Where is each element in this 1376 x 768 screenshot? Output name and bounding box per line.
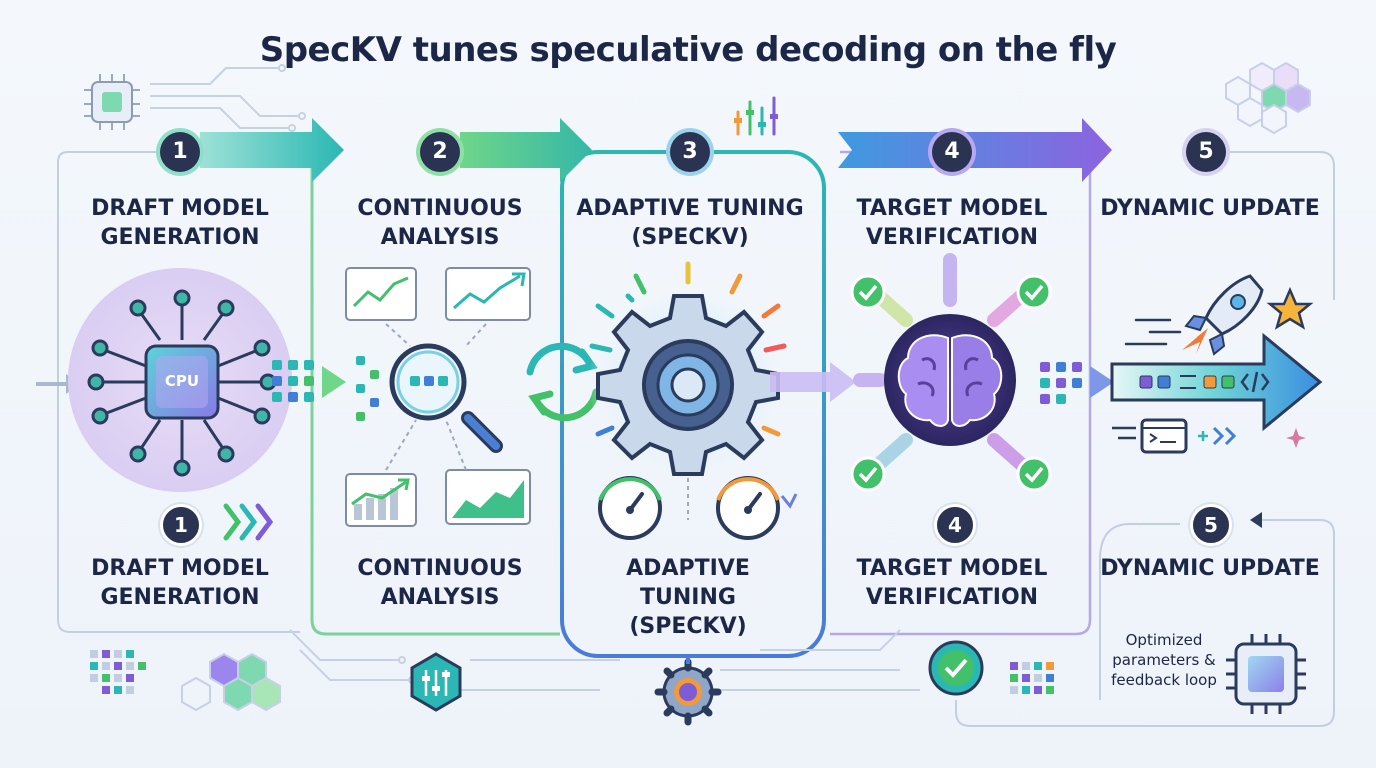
lower-badge-5: 5 [1190,504,1232,546]
frame-lines [57,151,1335,727]
small-chip-icon [84,74,140,130]
gear-small-icon [654,658,722,726]
step-badge-1: 1 [160,132,200,172]
step-label-2: CONTINUOUS ANALYSIS [357,196,523,250]
step-badge-3: 3 [670,132,710,172]
step-badge-5: 5 [1186,132,1226,172]
star-icon [1266,286,1314,330]
flow-arrow-1 [200,118,344,182]
arrow-to-update [1090,366,1114,398]
step-label-3: ADAPTIVE TUNING (SPECKV) [576,196,804,250]
check-icons [850,274,1052,492]
step-label-1: DRAFT MODEL GENERATION [91,196,269,250]
chevrons-icon [223,503,274,541]
lower-step-label-4: TARGET MODEL VERIFICATION [856,556,1048,610]
hexagon-cluster-bottom [181,652,281,712]
sparkle-icon [1286,428,1306,448]
return-arrow [1250,512,1262,528]
step-label-4: TARGET MODEL VERIFICATION [856,196,1048,250]
step-badge-2: 2 [420,132,460,172]
lower-badge-4: 4 [934,504,976,546]
rocket-icon [1124,274,1264,356]
line-chart-top-right [445,267,531,321]
gauge-icon-right [716,476,798,540]
lower-badge-1: 1 [160,504,202,546]
feedback-note: Optimized parameters & feedback loop [1111,631,1217,689]
equalizer-icon [734,96,778,136]
lower-step-label-5: DYNAMIC UPDATE [1100,556,1320,581]
pixel-grid-left [90,650,146,694]
area-chart-bottom-right [445,469,531,525]
token-squares-1 [272,360,314,402]
lower-step-label-1: DRAFT MODEL GENERATION [91,556,269,610]
gauge-icon-left [598,476,662,540]
check-icon-bottom [928,640,984,696]
hexagon-cluster-top [1225,61,1311,135]
magnifier-icon [389,343,503,453]
chip-icon-bottom [1226,634,1306,714]
gear-rays [589,261,787,437]
pixel-grid-right [1010,662,1054,694]
code-tokens [1139,371,1270,393]
arrow-to-verification [770,362,856,402]
terminal-icon [1112,418,1237,454]
token-squares-4 [1040,362,1082,404]
arrow-to-analysis [322,366,346,398]
flow-arrow-4 [838,118,1112,182]
bar-chart-bottom-left [345,473,417,527]
cpu-label: CPU [164,372,200,390]
lower-step-label-2: CONTINUOUS ANALYSIS [357,556,523,610]
cpu-circuit [87,289,277,477]
brain-icon [897,334,1003,427]
diagram-title: SpecKV tunes speculative decoding on the… [259,30,1117,70]
gear-icon [596,294,780,476]
step-label-5: DYNAMIC UPDATE [1100,196,1320,221]
flow-arrow-2 [460,118,592,182]
circuit-traces-bottom [289,629,920,691]
circuit-traces-top [150,64,306,132]
step-badge-4: 4 [932,132,972,172]
lower-step-label-3: ADAPTIVE TUNING (SPECKV) [626,556,750,639]
token-squares-2 [356,356,379,421]
line-chart-top-left [345,267,417,321]
slider-hex-icon [410,652,462,712]
